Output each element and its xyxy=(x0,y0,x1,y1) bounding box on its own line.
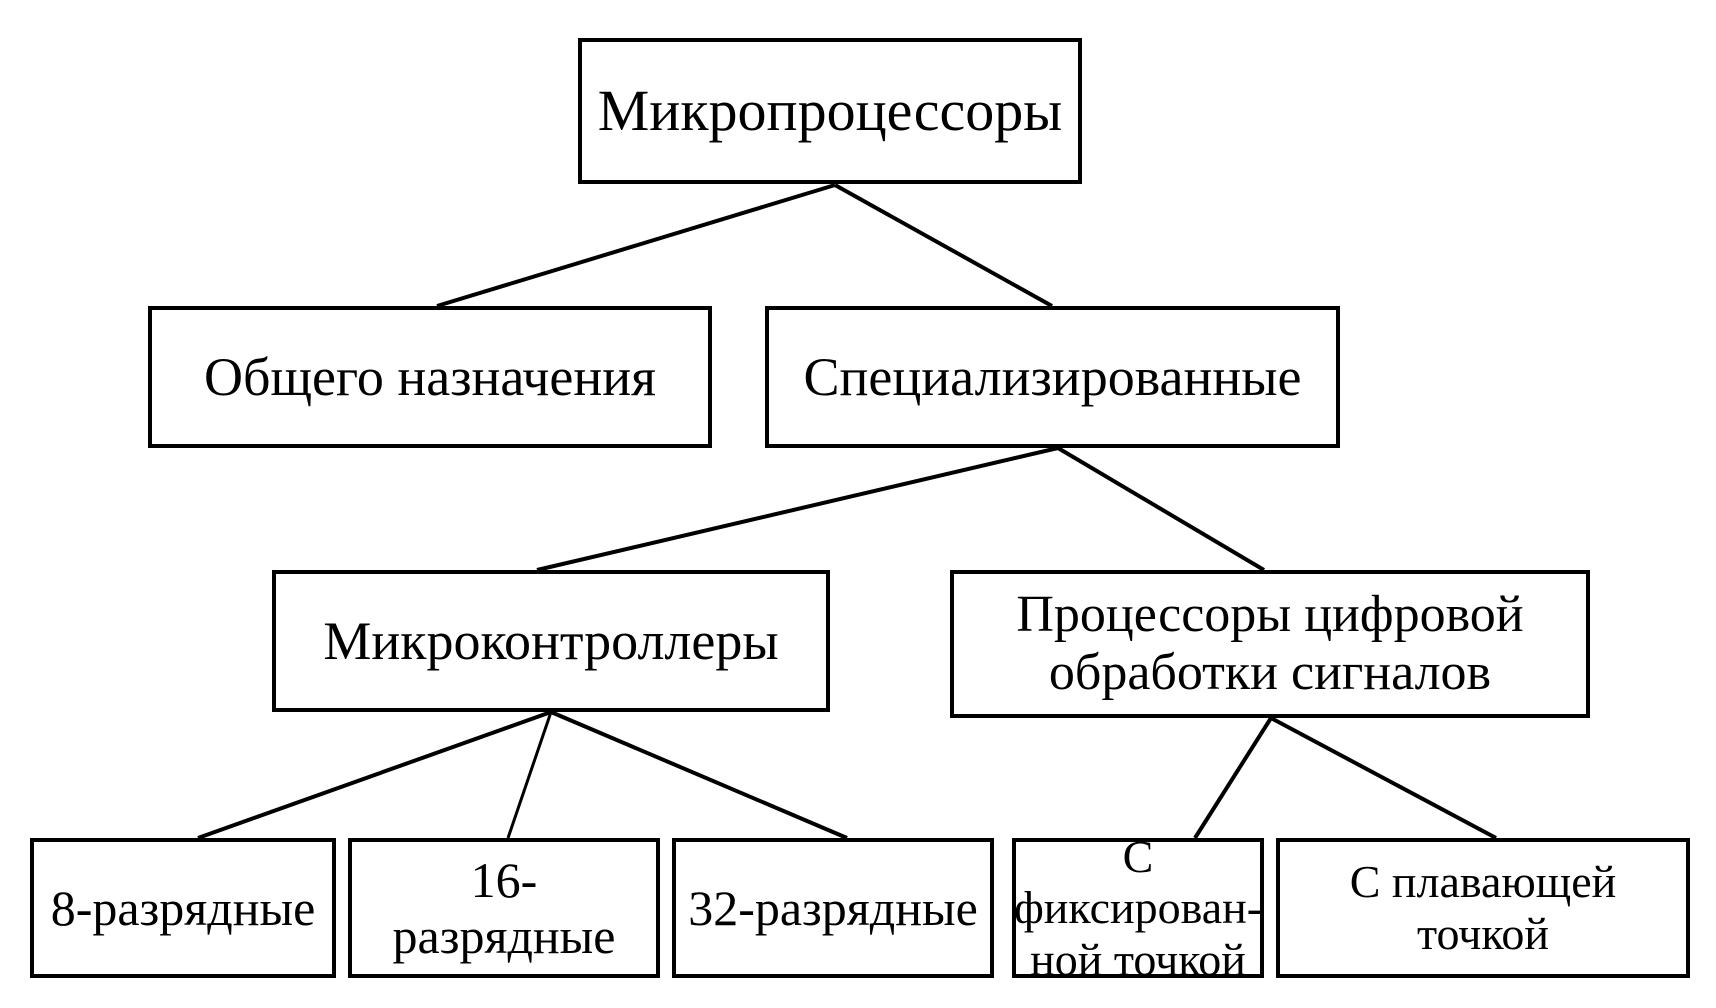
node-microcontrollers[interactable]: Микроконтроллеры xyxy=(272,570,830,712)
edge-specialized-to-dsp xyxy=(1056,446,1266,572)
edge-specialized-to-mcu xyxy=(536,446,1059,572)
node-label: 8-разрядные xyxy=(50,880,316,936)
node-label: С плавающей точкой xyxy=(1349,856,1617,959)
node-label: Общего назначения xyxy=(204,346,656,407)
node-digital-signal-processors[interactable]: Процессоры цифровой обработки сигналов xyxy=(950,570,1590,718)
edge-mcu-to-bit32 xyxy=(550,710,848,840)
node-label: 16-разрядные xyxy=(392,852,616,964)
node-label: Процессоры цифровой обработки сигналов xyxy=(1016,585,1524,701)
edge-mcu-to-bit16 xyxy=(506,711,553,839)
node-label: Специализированные xyxy=(803,346,1302,407)
node-32-bit[interactable]: 32-разрядные xyxy=(672,838,994,978)
node-fixed-point[interactable]: С фиксирован- ной точкой xyxy=(1012,831,1264,985)
node-label: Микроконтроллеры xyxy=(323,610,779,671)
node-label: С фиксирован- ной точкой xyxy=(1013,830,1263,985)
edge-mcu-to-bit8 xyxy=(197,710,552,840)
edge-dsp-to-fixed xyxy=(1193,716,1273,840)
node-microprocessors[interactable]: Микропроцессоры xyxy=(578,38,1082,184)
node-label: 32-разрядные xyxy=(688,880,978,936)
node-8-bit[interactable]: 8-разрядные xyxy=(30,838,336,978)
edge-root-to-specialized xyxy=(834,183,1053,308)
node-16-bit[interactable]: 16-разрядные xyxy=(348,838,660,978)
node-floating-point[interactable]: С плавающей точкой xyxy=(1276,838,1690,978)
node-specialized[interactable]: Специализированные xyxy=(765,306,1340,448)
edge-dsp-to-float xyxy=(1270,716,1497,840)
node-general-purpose[interactable]: Общего назначения xyxy=(148,306,712,448)
node-label: Микропроцессоры xyxy=(597,77,1063,143)
edge-root-to-general xyxy=(436,183,836,308)
